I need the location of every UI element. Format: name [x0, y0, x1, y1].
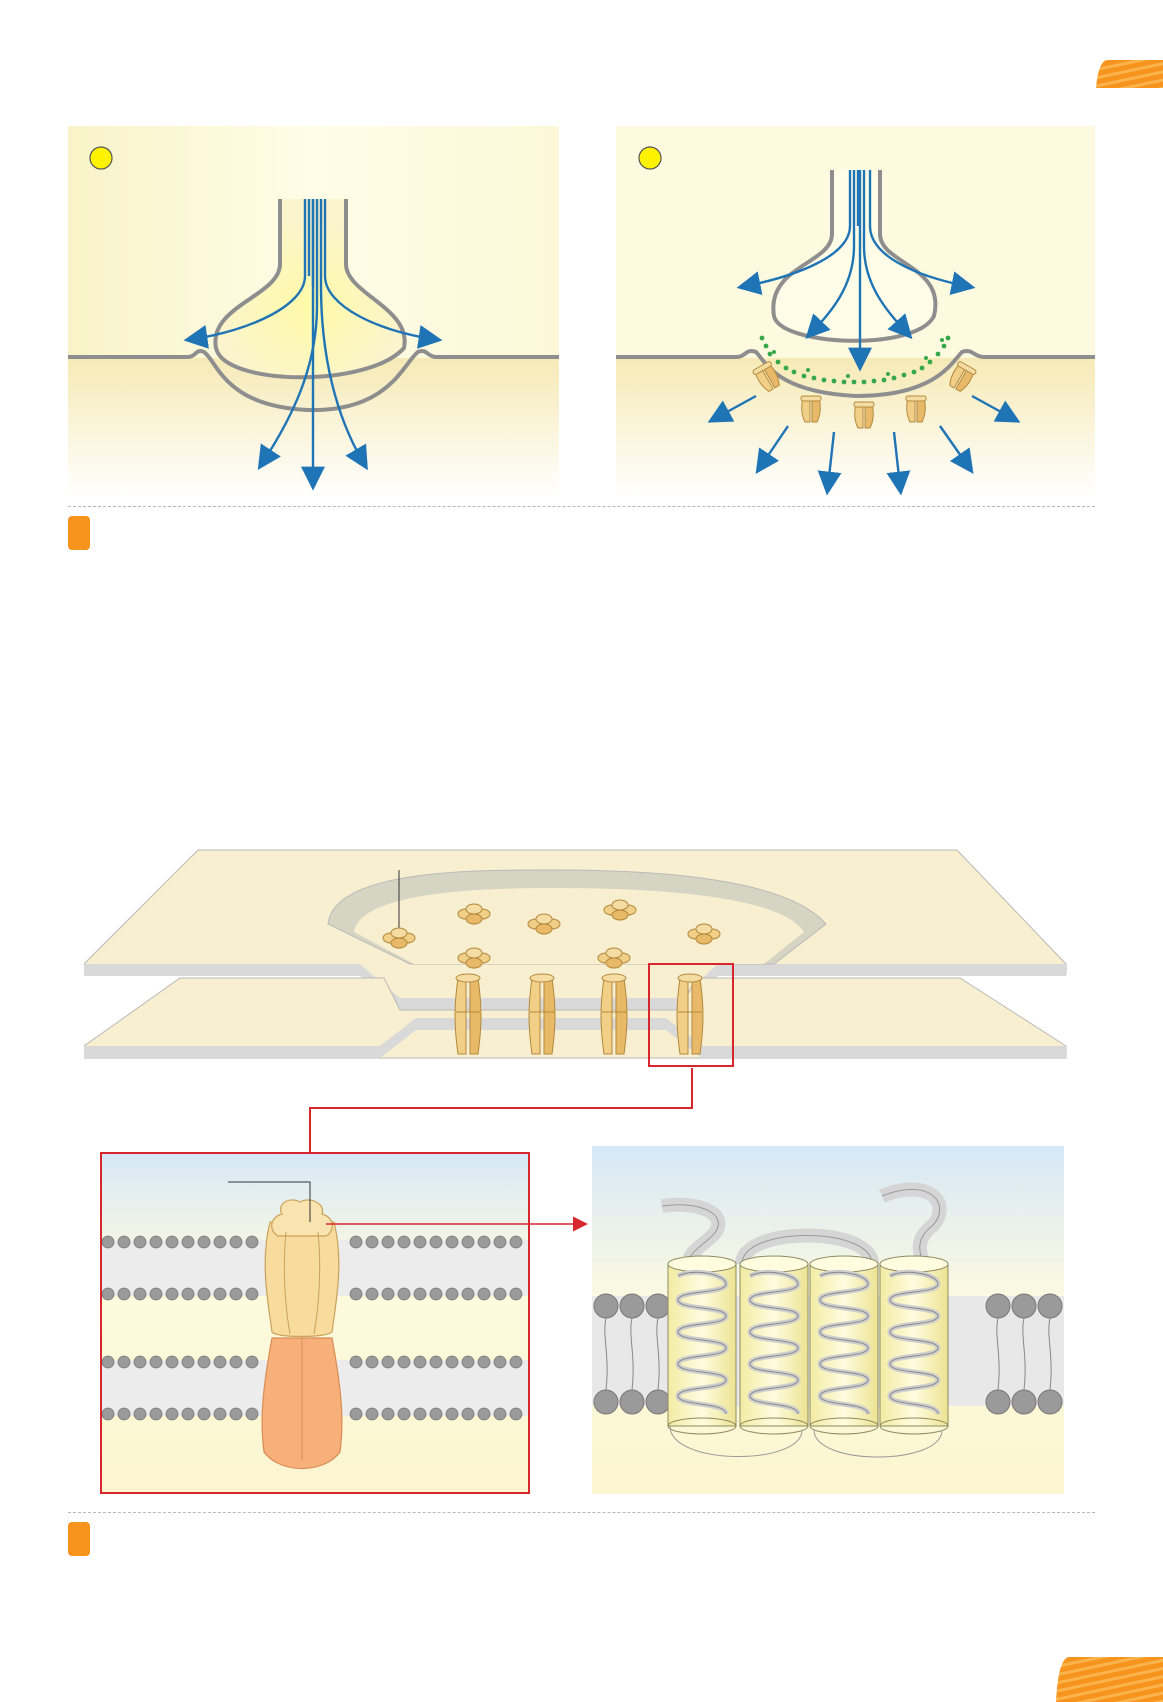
section-badge-2-icon: [68, 1522, 90, 1556]
helix-subunit-diagram: [592, 1146, 1064, 1494]
marker-a-icon: [89, 146, 113, 170]
panel-b-diagram: [616, 126, 1095, 498]
marker-b-icon: [638, 146, 662, 170]
page-corner-tab-bottom: [1056, 1657, 1163, 1702]
section-divider-2: [68, 1512, 1095, 1513]
page-corner-tab-top: [1096, 60, 1163, 88]
zoom-connector: [309, 1068, 693, 1152]
section-divider-1: [68, 506, 1095, 507]
synapse-3d-diagram: [84, 849, 1067, 1067]
section-badge-1-icon: [68, 516, 90, 550]
panel-a-diagram: [68, 126, 559, 498]
zoom-arrow: [326, 1216, 588, 1232]
zoomed-channel-diagram: [100, 1152, 530, 1494]
